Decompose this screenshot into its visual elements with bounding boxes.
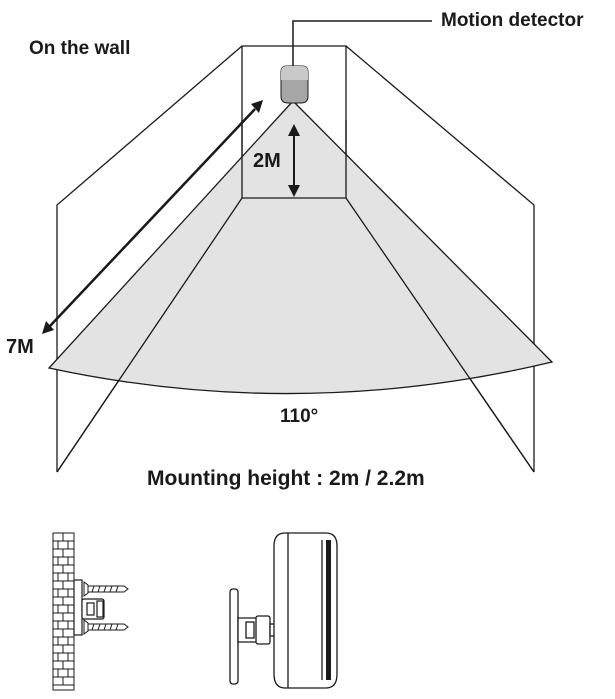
mounting-height-label: Mounting height : 2m / 2.2m bbox=[147, 467, 425, 490]
wall-bracket-icon bbox=[73, 579, 105, 636]
mounted-sensor-side-view-icon bbox=[229, 532, 338, 689]
range-label: 7M bbox=[6, 336, 34, 358]
left-wall-top-edge bbox=[56, 45, 243, 472]
motion-detector-label: Motion detector bbox=[441, 10, 584, 31]
height-label: 2M bbox=[253, 150, 281, 172]
motion-detector-leader-line bbox=[292, 20, 432, 66]
motion-sensor-icon bbox=[280, 65, 309, 104]
floor-lines-overlay bbox=[56, 120, 535, 473]
brick-wall-icon bbox=[52, 532, 75, 691]
coverage-area bbox=[47, 100, 554, 395]
right-wall-top-edge bbox=[345, 45, 535, 472]
screw-icon bbox=[83, 619, 129, 635]
height-arrow bbox=[288, 124, 300, 197]
range-arrow bbox=[42, 100, 263, 334]
angle-label: 110° bbox=[280, 406, 319, 427]
on-the-wall-label: On the wall bbox=[29, 38, 131, 59]
screw-icon bbox=[83, 581, 129, 597]
